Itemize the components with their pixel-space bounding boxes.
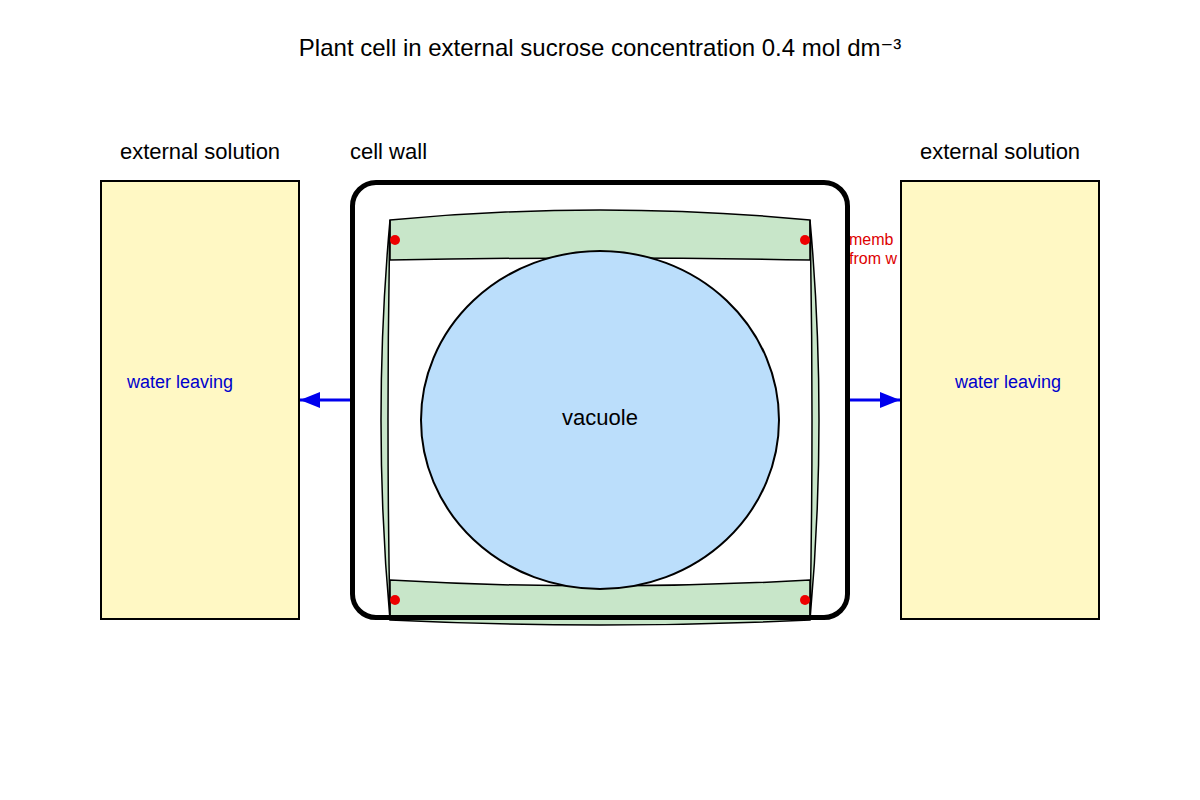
- cytoplasm-strip: [810, 220, 819, 620]
- cell-wall: cell wallvacuole: [350, 180, 850, 620]
- cytoplasm-strip: [381, 220, 390, 620]
- membrane-point: [390, 595, 400, 605]
- vacuole-circle: vacuole: [420, 250, 780, 590]
- flow-note: water leaving: [127, 372, 287, 393]
- diagram-title: Plant cell in external sucrose concentra…: [0, 34, 1200, 62]
- solution-box: external solutionwater leaving: [100, 180, 300, 620]
- solution-box: external solutionwater leaving: [900, 180, 1100, 620]
- region-heading: external solution: [900, 139, 1100, 164]
- part-name: vacuole: [420, 405, 780, 430]
- flow-note: water leaving: [955, 372, 1100, 393]
- water-flow-arrow: [300, 399, 350, 402]
- water-flow-arrow: [850, 399, 900, 402]
- membrane-note: memb from w: [849, 230, 901, 268]
- membrane-point: [800, 235, 810, 245]
- membrane-point: [800, 595, 810, 605]
- part-heading: cell wall: [350, 139, 470, 164]
- membrane-point: [390, 235, 400, 245]
- region-heading: external solution: [100, 139, 300, 164]
- vacuole-shape: [421, 251, 779, 589]
